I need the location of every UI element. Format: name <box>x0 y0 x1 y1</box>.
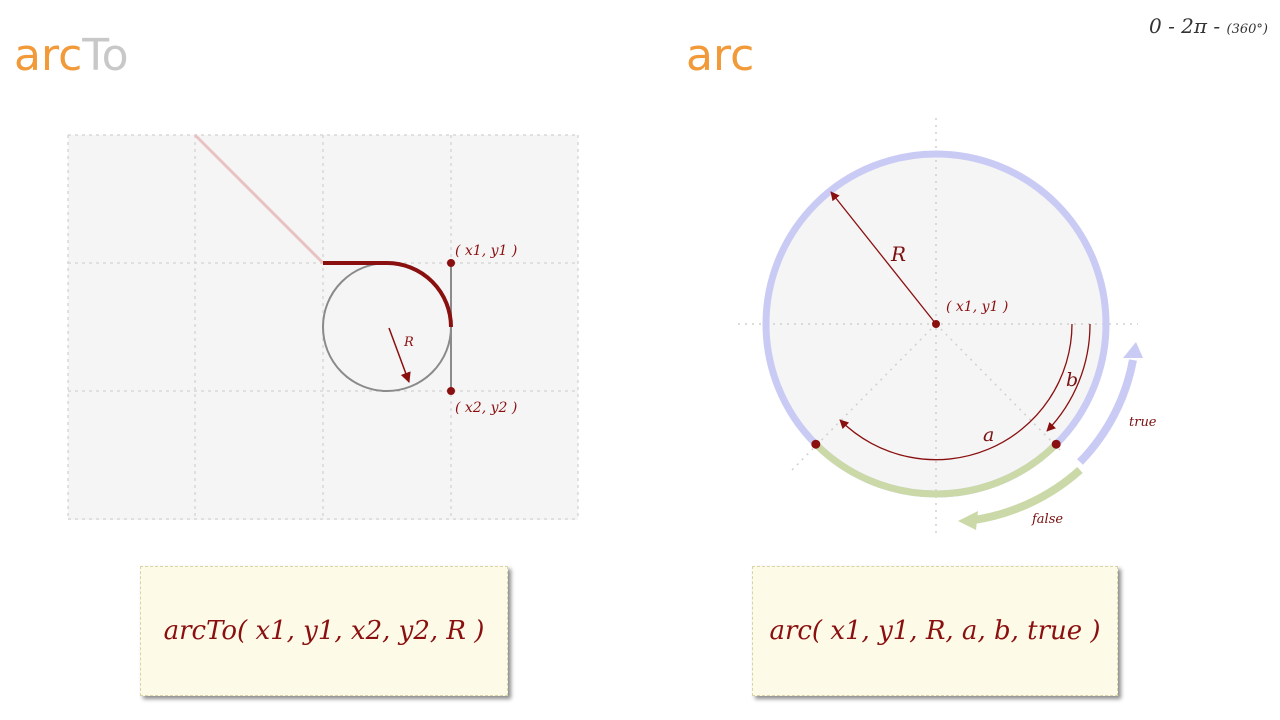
angle-range-label: 0 - 2π - (360°) <box>1149 14 1268 38</box>
arc-radius-label: R <box>890 242 906 266</box>
arcto-signature-note: arcTo( x1, y1, x2, y2, R ) <box>140 566 508 696</box>
arc-true-arrow-shaft <box>1077 359 1137 465</box>
arc-guide-lines <box>738 118 1138 534</box>
arc-a-label: a <box>983 424 994 446</box>
arc-angle-b-point <box>1051 439 1061 449</box>
arcto-title-part-a: arc <box>14 30 83 81</box>
arcto-radius-label: R <box>403 335 414 350</box>
arc-angle-a-arrow <box>839 323 1073 461</box>
arcto-panel: ( x1, y1 ) ( x2, y2 ) R <box>67 133 579 520</box>
arc-true-arrow-head <box>1123 342 1143 358</box>
arc-center-point <box>932 320 940 328</box>
arcto-point-2 <box>447 387 455 395</box>
arcto-point-1 <box>447 259 455 267</box>
angle-range-main: 0 - 2π - <box>1148 14 1227 38</box>
arc-true-label: true <box>1129 415 1157 430</box>
arc-false-arrow-shaft <box>973 467 1083 524</box>
arcto-title: arcTo <box>14 30 129 82</box>
arc-false-arrow-head <box>958 511 978 530</box>
arc-false-label: false <box>1031 512 1063 527</box>
arcto-p2-label: ( x2, y2 ) <box>455 400 517 416</box>
arcto-p1-label: ( x1, y1 ) <box>455 243 517 259</box>
arc-angle-a-point <box>811 439 821 449</box>
arc-title: arc <box>686 30 755 81</box>
arc-green-segment <box>813 441 1059 498</box>
arcto-title-part-b: To <box>82 30 129 81</box>
arc-signature-note: arc( x1, y1, R, a, b, true ) <box>752 566 1118 696</box>
arcto-radius-arrow <box>388 327 411 383</box>
arcto-result-path <box>323 261 453 328</box>
angle-range-degrees: (360°) <box>1226 22 1268 37</box>
arc-center-label: ( x1, y1 ) <box>946 299 1008 315</box>
arcto-signature-text: arcTo( x1, y1, x2, y2, R ) <box>163 616 485 646</box>
arc-angle-b-arrow <box>1046 323 1091 432</box>
arc-signature-text: arc( x1, y1, R, a, b, true ) <box>769 616 1101 646</box>
arc-b-label: b <box>1066 369 1078 391</box>
arc-radius-arrow <box>830 191 937 325</box>
arc-panel: ( x1, y1 ) R a b true false <box>738 118 1157 534</box>
arcto-start-line <box>193 133 325 265</box>
